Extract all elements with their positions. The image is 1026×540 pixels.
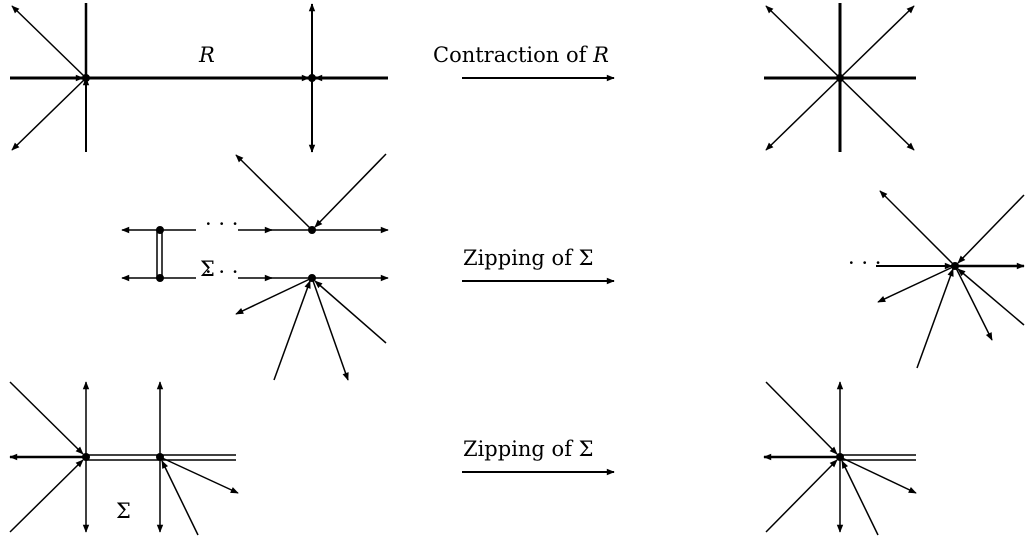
vertex-bottom-right xyxy=(308,274,316,282)
edge-diag-out-ul xyxy=(879,190,956,267)
label-contraction: Contraction of R xyxy=(433,43,609,67)
vertex-zipped xyxy=(951,262,959,270)
vertex-top-right xyxy=(308,226,316,234)
label-zipping-row2: Zipping of Σ xyxy=(463,246,594,270)
edge-diag-in-ur xyxy=(957,194,1025,264)
dots-row2-right: · · · xyxy=(848,251,881,275)
edge-in-low xyxy=(841,460,879,536)
bottom-vertex-edge-out-1 xyxy=(235,277,313,315)
dots-bottom: · · · xyxy=(205,260,238,284)
row1-right-graph xyxy=(764,3,916,152)
edge-v2-out-right xyxy=(159,456,239,494)
edge-in-from-bottom xyxy=(916,268,954,369)
edge-in-from-right-low xyxy=(957,268,1025,326)
label-zipping-row3: Zipping of Σ xyxy=(463,437,594,461)
row3-left-graph xyxy=(9,381,239,536)
dots-top: · · · xyxy=(205,212,238,236)
top-vertex-edge-out xyxy=(235,154,313,231)
label-contraction-var: R xyxy=(592,43,609,67)
bottom-vertex-edge-in-2 xyxy=(314,280,387,344)
edge-diag-low-left xyxy=(765,459,838,533)
vertex-v1 xyxy=(82,453,90,461)
edge-diag-ul xyxy=(765,5,841,79)
vertex-right xyxy=(308,74,316,82)
vertex-bottom-left xyxy=(156,274,164,282)
edge-out-left-low xyxy=(877,265,956,303)
edge-v2-in-low xyxy=(161,460,199,536)
label-edge-R: R xyxy=(198,43,215,67)
row2-right-graph xyxy=(876,190,1025,369)
vertex-zipped xyxy=(836,453,844,461)
edge-left-diag-down xyxy=(11,77,87,151)
edge-diag-ll xyxy=(765,77,841,151)
row1-left-graph xyxy=(10,3,388,153)
edge-v1-diag-low xyxy=(9,459,84,533)
edge-v1-diag-in xyxy=(9,381,84,455)
row3-right-graph xyxy=(763,381,917,536)
top-vertex-edge-in xyxy=(314,153,387,228)
vertex-v2 xyxy=(156,453,164,461)
vertex-left xyxy=(82,74,90,82)
label-sigma-row3: Σ xyxy=(116,499,131,523)
label-contraction-prefix: Contraction of xyxy=(433,43,593,67)
label-sigma-row2: Σ xyxy=(200,257,215,281)
vertex-top-left xyxy=(156,226,164,234)
edge-out-right xyxy=(839,456,917,494)
vertex-merged xyxy=(836,74,844,82)
edge-out-bottom-right xyxy=(954,265,993,341)
row2-left-graph xyxy=(121,153,389,381)
edge-diag-lr xyxy=(839,77,915,151)
edge-diag-in-ul xyxy=(765,381,838,455)
edge-left-diag-up xyxy=(11,5,87,79)
bottom-vertex-edge-out-2 xyxy=(311,277,349,381)
bottom-vertex-edge-in-1 xyxy=(273,280,311,381)
edge-diag-ur xyxy=(839,5,915,79)
